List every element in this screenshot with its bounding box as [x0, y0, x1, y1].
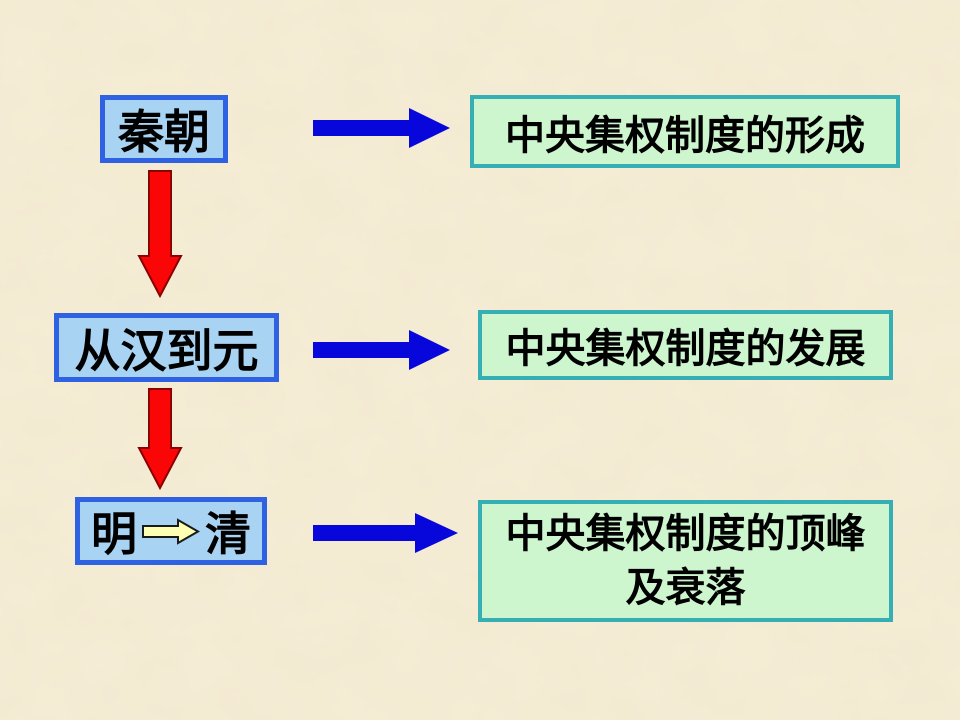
- right-arrow-icon: [313, 330, 450, 370]
- down-arrow-icon: [137, 388, 183, 490]
- outcome-peak-line1: 中央集权制度的顶峰: [505, 511, 866, 557]
- node-han-to-yuan-label: 从汉到元: [74, 323, 259, 378]
- outcome-peak-decline-box: 中央集权制度的顶峰 及衰落: [478, 500, 893, 622]
- node-han-to-yuan: 从汉到元: [54, 313, 279, 382]
- node-qin-dynasty: 秦朝: [100, 95, 228, 163]
- node-qing-label: 清: [205, 507, 251, 561]
- right-arrow-icon: [313, 513, 458, 553]
- right-arrow-icon: [313, 108, 450, 148]
- outcome-formation-label: 中央集权制度的形成: [505, 112, 865, 159]
- node-ming-qing: 明 清: [75, 497, 267, 565]
- yellow-right-arrow-icon: [142, 517, 200, 545]
- outcome-development-label: 中央集权制度的发展: [505, 326, 866, 372]
- down-arrow-icon: [137, 170, 183, 298]
- outcome-peak-line2: 及衰落: [625, 565, 746, 611]
- node-qin-label: 秦朝: [118, 105, 210, 159]
- node-ming-label: 明: [91, 507, 137, 561]
- outcome-formation-box: 中央集权制度的形成: [470, 95, 900, 168]
- outcome-development-box: 中央集权制度的发展: [478, 310, 893, 380]
